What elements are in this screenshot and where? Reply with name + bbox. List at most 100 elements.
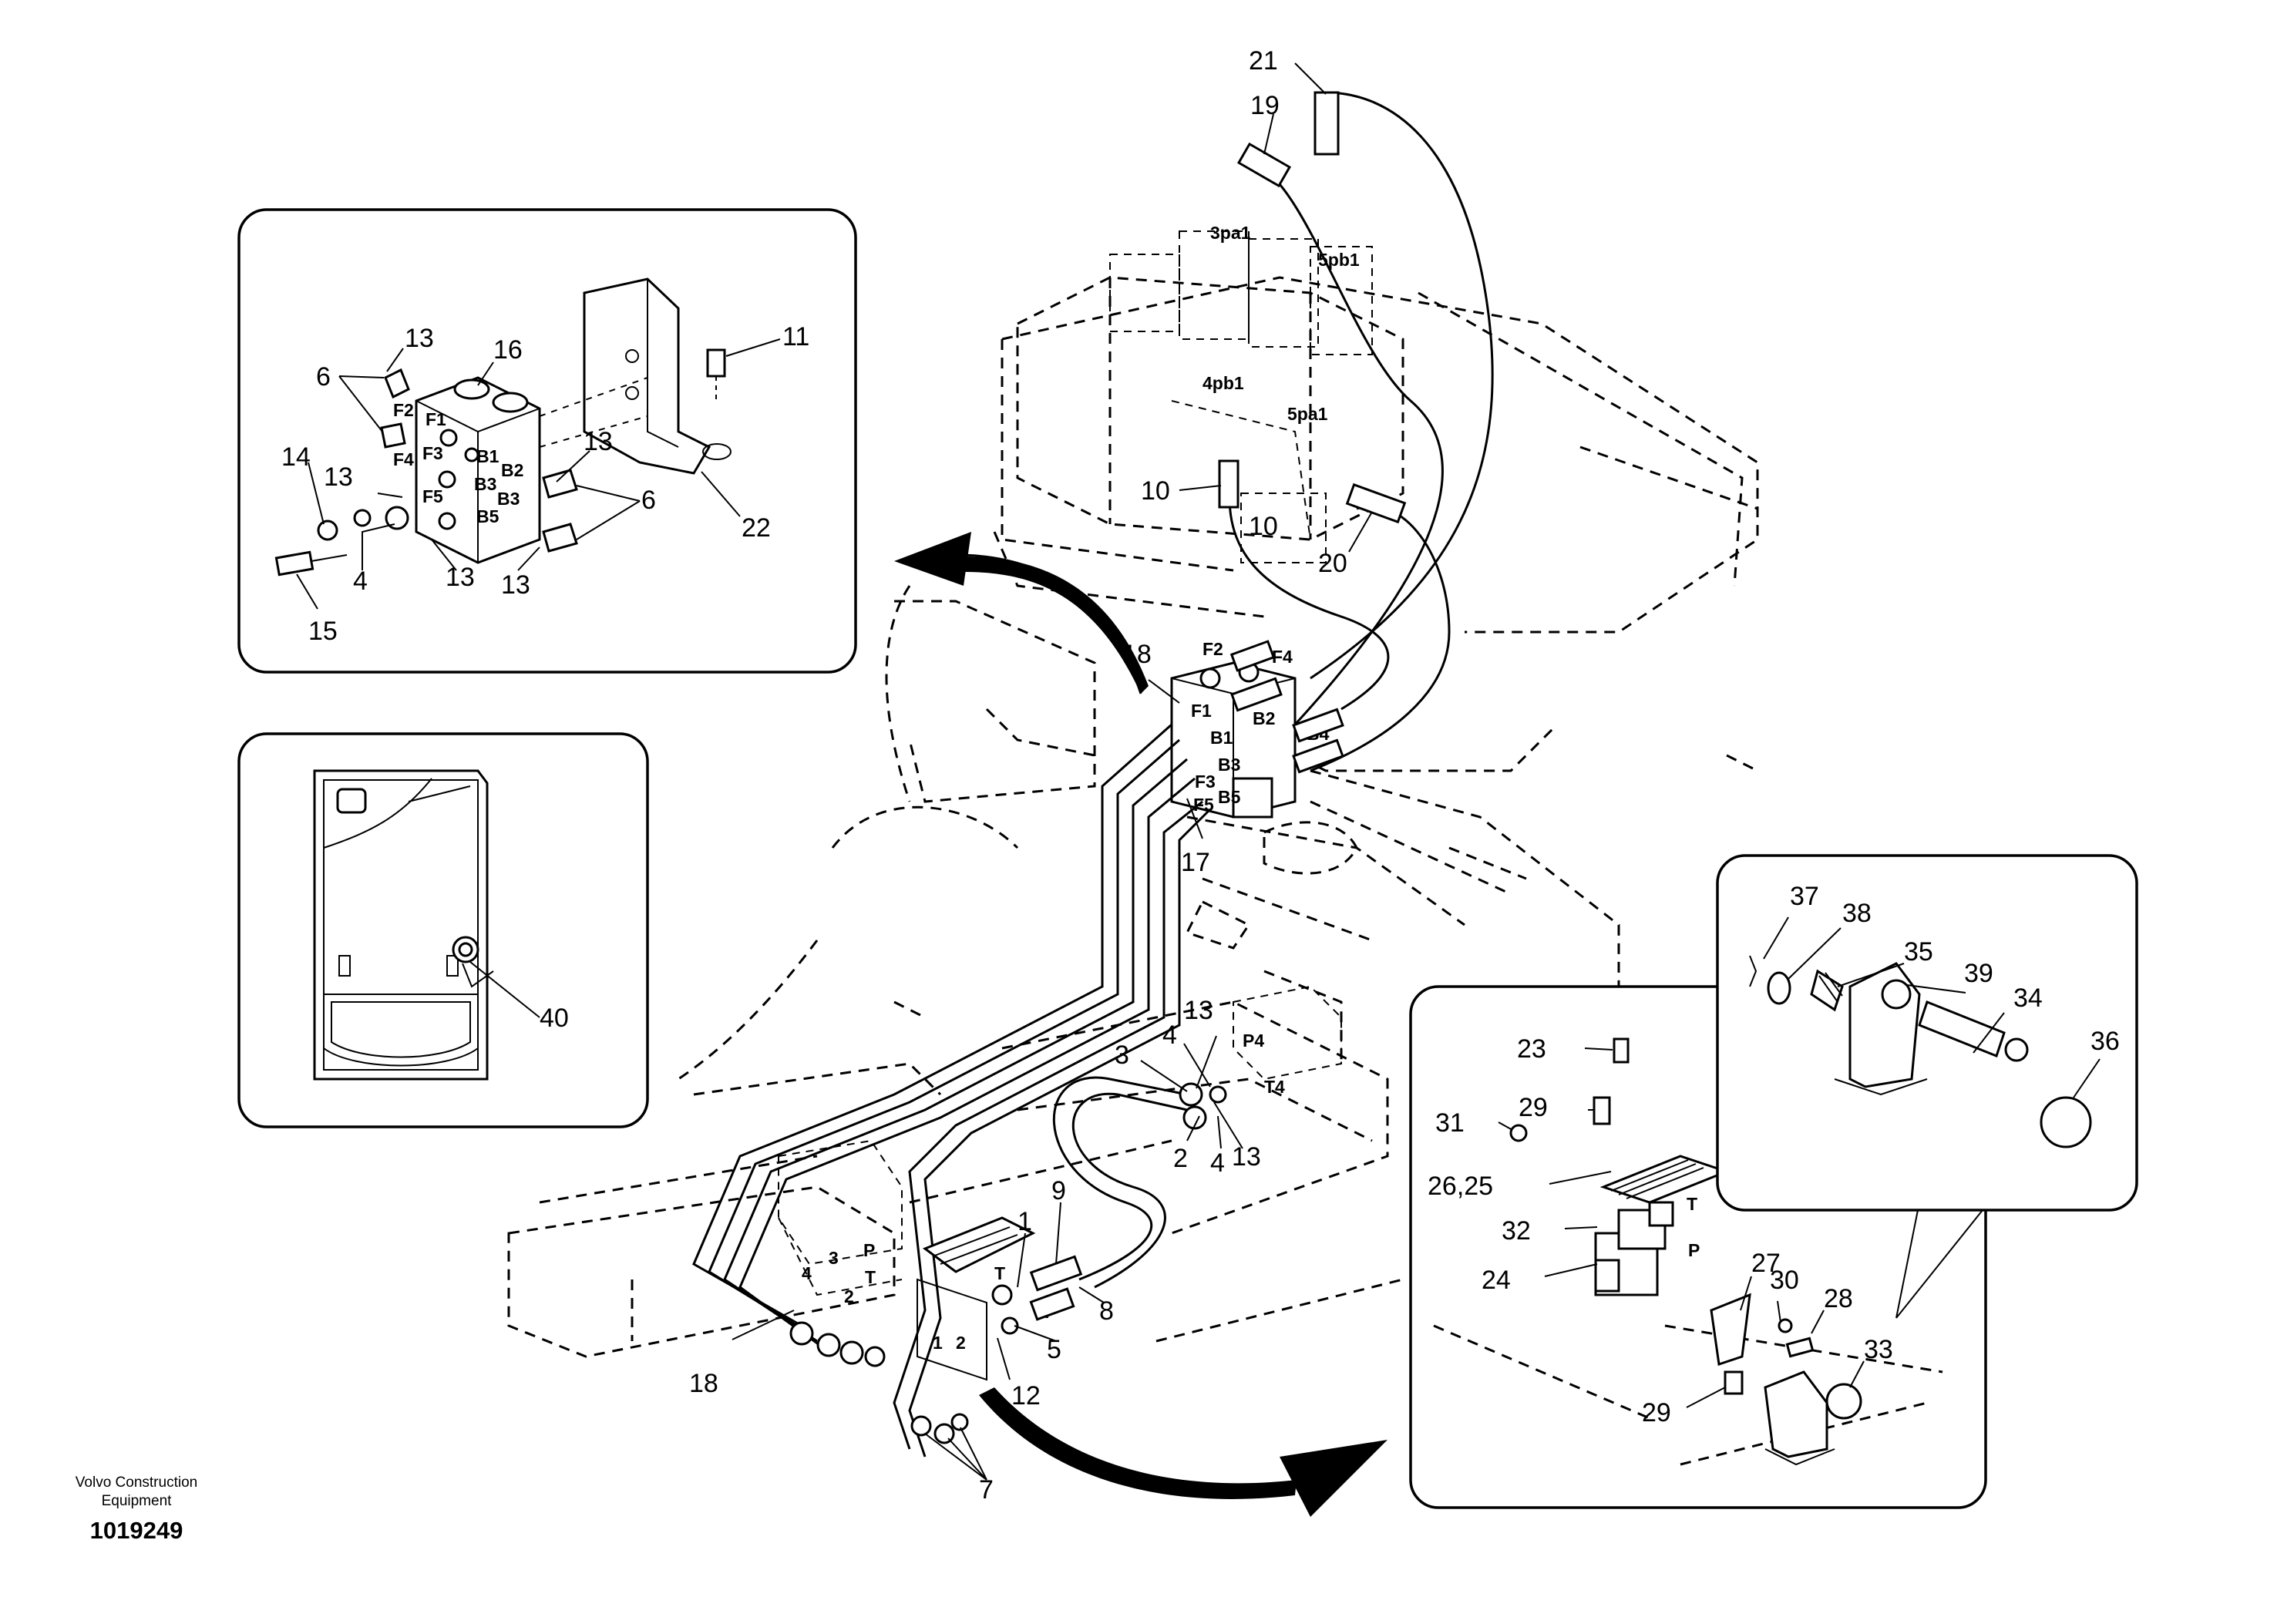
callout-31: 31	[1435, 1108, 1465, 1138]
port-label: B3	[1218, 755, 1240, 775]
callout-20: 20	[1318, 549, 1347, 578]
port-label: F4	[393, 449, 414, 469]
callout-4: 4	[1162, 1020, 1177, 1050]
port-label: F3	[1195, 772, 1216, 792]
callout-32: 32	[1502, 1216, 1531, 1246]
callout-38: 38	[1842, 899, 1872, 928]
callout-6: 6	[316, 362, 331, 392]
port-label: 2	[844, 1286, 854, 1306]
callout-14: 14	[281, 442, 311, 472]
callout-8: 8	[1099, 1296, 1114, 1326]
port-label: T	[865, 1267, 876, 1287]
control-valve-assembly: 3pa1 5pb1 4pb1 5pa1	[1016, 223, 1404, 563]
port-label: 3pa1	[1210, 223, 1251, 243]
callout-6: 6	[641, 486, 656, 515]
callout-4: 4	[353, 567, 368, 596]
port-label: F4	[1272, 647, 1293, 667]
port-label: P4	[1243, 1031, 1264, 1051]
fittings-7	[910, 1413, 969, 1444]
port-label: T4	[1264, 1077, 1285, 1097]
port-label: B2	[1253, 708, 1275, 728]
callout-18: 18	[1122, 640, 1152, 669]
callout-27: 27	[1751, 1249, 1781, 1278]
fitting-10	[1218, 459, 1240, 509]
port-label: F3	[422, 443, 443, 463]
callout-5: 5	[1047, 1335, 1061, 1364]
callout-29: 29	[1519, 1093, 1548, 1122]
callout-34: 34	[2013, 983, 2043, 1013]
callout-12: 12	[1011, 1381, 1041, 1410]
callout-39: 39	[1964, 959, 1993, 988]
callout-13: 13	[1184, 996, 1213, 1025]
callout-4: 4	[1210, 1148, 1225, 1178]
arrow-to-inset-pedal	[979, 1387, 1388, 1517]
callout-21: 21	[1249, 46, 1278, 76]
inset-cab-panel: 40	[237, 732, 649, 1128]
port-label: P	[1688, 1240, 1700, 1260]
callout-40: 40	[540, 1004, 569, 1033]
callout-13: 13	[584, 427, 613, 456]
port-label: F2	[393, 400, 414, 420]
callout-13: 13	[324, 462, 353, 492]
left-pedal-valve: 4 3 2 P T	[778, 1139, 903, 1367]
callout-19: 19	[1250, 91, 1280, 120]
fitting-20	[1345, 482, 1407, 524]
port-label: F2	[1202, 639, 1223, 659]
arrow-to-inset-top	[894, 532, 1149, 694]
port-label: 4	[802, 1263, 812, 1283]
inset-pedal-lock: 37 38 35 39 34 36	[1716, 854, 2138, 1212]
port-label: F5	[1193, 795, 1214, 815]
callout-30: 30	[1770, 1266, 1799, 1295]
callout-13: 13	[1232, 1142, 1261, 1172]
callout-13: 13	[446, 563, 475, 592]
callout-17: 17	[1181, 848, 1210, 877]
fitting-21	[1314, 91, 1340, 156]
manufacturer-label: Volvo Construction Equipment	[75, 1474, 198, 1509]
callout-29: 29	[1642, 1398, 1671, 1427]
callout-10: 10	[1141, 476, 1170, 506]
port-label: B1	[1210, 728, 1233, 748]
callout-26-25: 26,25	[1428, 1172, 1493, 1201]
main-callouts: 21 19 10 10 20 18 17 18 3 4 13 13 2 4 9 …	[689, 46, 1373, 1505]
callout-9: 9	[1051, 1176, 1066, 1205]
port-label: F1	[1191, 701, 1212, 721]
callout-23: 23	[1517, 1034, 1546, 1064]
callout-2: 2	[1173, 1144, 1188, 1173]
drawing-number: 1019249	[89, 1517, 183, 1544]
callout-24: 24	[1482, 1266, 1511, 1295]
callout-22: 22	[742, 513, 771, 543]
port-label: B5	[1218, 787, 1241, 807]
center-pedal: T P 1 2	[917, 1216, 1083, 1381]
pedal-hose-bundle	[692, 723, 1212, 1458]
callout-1: 1	[1018, 1207, 1032, 1236]
callout-11: 11	[782, 322, 809, 351]
p4-t4-block: P4 T4	[1053, 985, 1342, 1289]
callout-7: 7	[979, 1475, 994, 1505]
callout-15: 15	[308, 617, 338, 646]
callout-35: 35	[1904, 937, 1933, 967]
callout-3: 3	[1115, 1041, 1129, 1070]
port-label: B3	[497, 489, 520, 509]
port-label: B5	[476, 506, 500, 526]
callout-33: 33	[1864, 1335, 1893, 1364]
port-label: T	[1687, 1194, 1697, 1214]
port-label: B3	[474, 474, 496, 494]
callout-37: 37	[1790, 882, 1819, 911]
callout-28: 28	[1824, 1284, 1853, 1313]
port-label: 1	[933, 1333, 943, 1353]
shuttle-valve-block: F1 B1 B3 B5 F3 F5 B2 B4 F2 F4	[1170, 639, 1344, 819]
callout-10: 10	[1249, 512, 1278, 541]
port-label: 5pa1	[1287, 404, 1328, 424]
port-label: 3	[829, 1248, 839, 1268]
callout-16: 16	[493, 335, 523, 365]
callout-18: 18	[689, 1369, 718, 1398]
port-label: 2	[956, 1333, 966, 1353]
port-label: T	[994, 1263, 1005, 1283]
pilot-hoses	[1228, 91, 1494, 772]
callout-36: 36	[2090, 1027, 2120, 1056]
callout-13: 13	[501, 570, 530, 600]
port-label: 4pb1	[1202, 373, 1244, 393]
callout-13: 13	[405, 324, 434, 353]
